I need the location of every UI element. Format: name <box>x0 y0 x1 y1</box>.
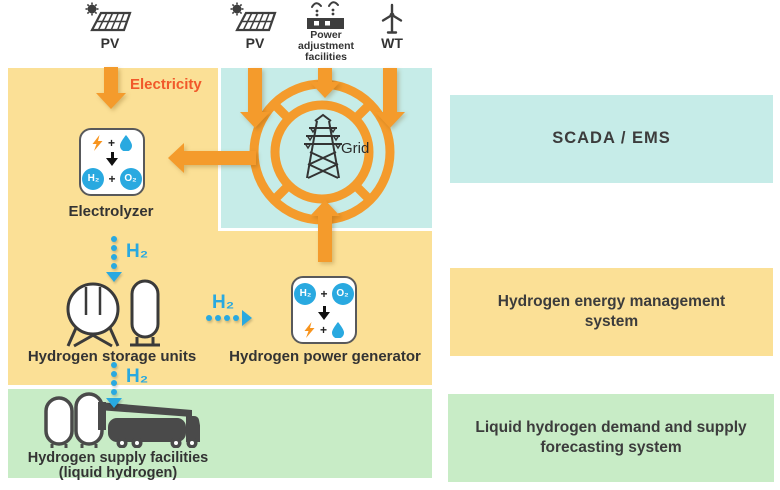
solar-panel-icon <box>85 2 132 32</box>
electrolyzer-box: + H₂ + O₂ <box>79 128 145 196</box>
h2-label: H₂ <box>126 241 149 262</box>
pv2-label: PV <box>245 35 265 51</box>
generator-label: Hydrogen power generator <box>229 348 421 365</box>
lightning-icon <box>92 134 103 151</box>
electricity-label: Electricity <box>130 76 202 93</box>
scada-ems-label: SCADA / EMS <box>552 129 671 148</box>
hydrogen-ems-label: Hydrogen energy management system <box>497 292 726 330</box>
wt-label: WT <box>381 35 403 51</box>
h2-bubble: H₂ <box>294 282 317 305</box>
pv-to-grid-arrow <box>240 68 270 128</box>
plus-sign: + <box>319 322 327 337</box>
wind-turbine-icon <box>381 3 403 34</box>
generator-inputs: H₂ + O₂ <box>294 282 354 305</box>
power-adjustment-line3: facilities <box>304 51 348 63</box>
forecast-system-box: Liquid hydrogen demand and supply foreca… <box>448 394 774 482</box>
electricity-arrow <box>96 67 126 109</box>
generator-to-grid-arrow <box>310 200 340 262</box>
supply-truck-icon <box>44 392 200 448</box>
factory-icon <box>307 1 344 29</box>
generator-box: H₂ + O₂ + <box>291 276 357 344</box>
o2-bubble: O₂ <box>331 282 354 305</box>
h2-label: H₂ <box>126 366 149 387</box>
water-drop-icon <box>332 321 344 338</box>
power-adjustment-line1: Power <box>310 29 342 41</box>
storage-tanks-icon <box>66 279 160 348</box>
plus-sign: + <box>108 171 116 186</box>
electrolyzer-outputs: H₂ + O₂ <box>82 167 142 190</box>
h2-bubble: H₂ <box>82 167 105 190</box>
water-drop-icon <box>120 134 132 151</box>
plus-sign: + <box>107 135 115 150</box>
wt-to-grid-arrow <box>375 68 405 128</box>
forecast-system-label: Liquid hydrogen demand and supply foreca… <box>475 418 747 456</box>
generator-outputs: + <box>303 321 345 338</box>
h2-flow-arrow-down <box>106 236 122 282</box>
o2-bubble: O₂ <box>119 167 142 190</box>
lightning-icon <box>304 321 315 338</box>
supply-label-line2: (liquid hydrogen) <box>58 465 178 481</box>
transmission-tower-icon <box>304 113 342 179</box>
electrolyzer-label: Electrolyzer <box>68 203 154 220</box>
adjustment-to-grid-arrow <box>310 68 340 98</box>
supply-label-line1: Hydrogen supply facilities <box>27 450 209 466</box>
hydrogen-ems-box: Hydrogen energy management system <box>450 268 773 356</box>
pv1-label: PV <box>100 35 120 51</box>
grid-label: Grid <box>341 140 370 157</box>
storage-label: Hydrogen storage units <box>27 348 197 365</box>
power-adjustment-label: Power adjustment facilities <box>292 30 360 63</box>
plus-sign: + <box>320 286 328 301</box>
scada-ems-box: SCADA / EMS <box>450 95 773 183</box>
h2-label: H₂ <box>212 292 235 313</box>
h2-flow-arrow-down <box>106 362 122 408</box>
power-adjustment-line2: adjustment <box>297 40 354 52</box>
grid-to-electrolyzer-arrow <box>168 143 256 173</box>
reaction-arrow-icon <box>106 152 118 166</box>
solar-panel-icon <box>230 2 277 32</box>
reaction-arrow-icon <box>318 306 330 320</box>
h2-flow-arrow-right <box>206 310 252 326</box>
electrolyzer-inputs: + <box>91 134 133 151</box>
